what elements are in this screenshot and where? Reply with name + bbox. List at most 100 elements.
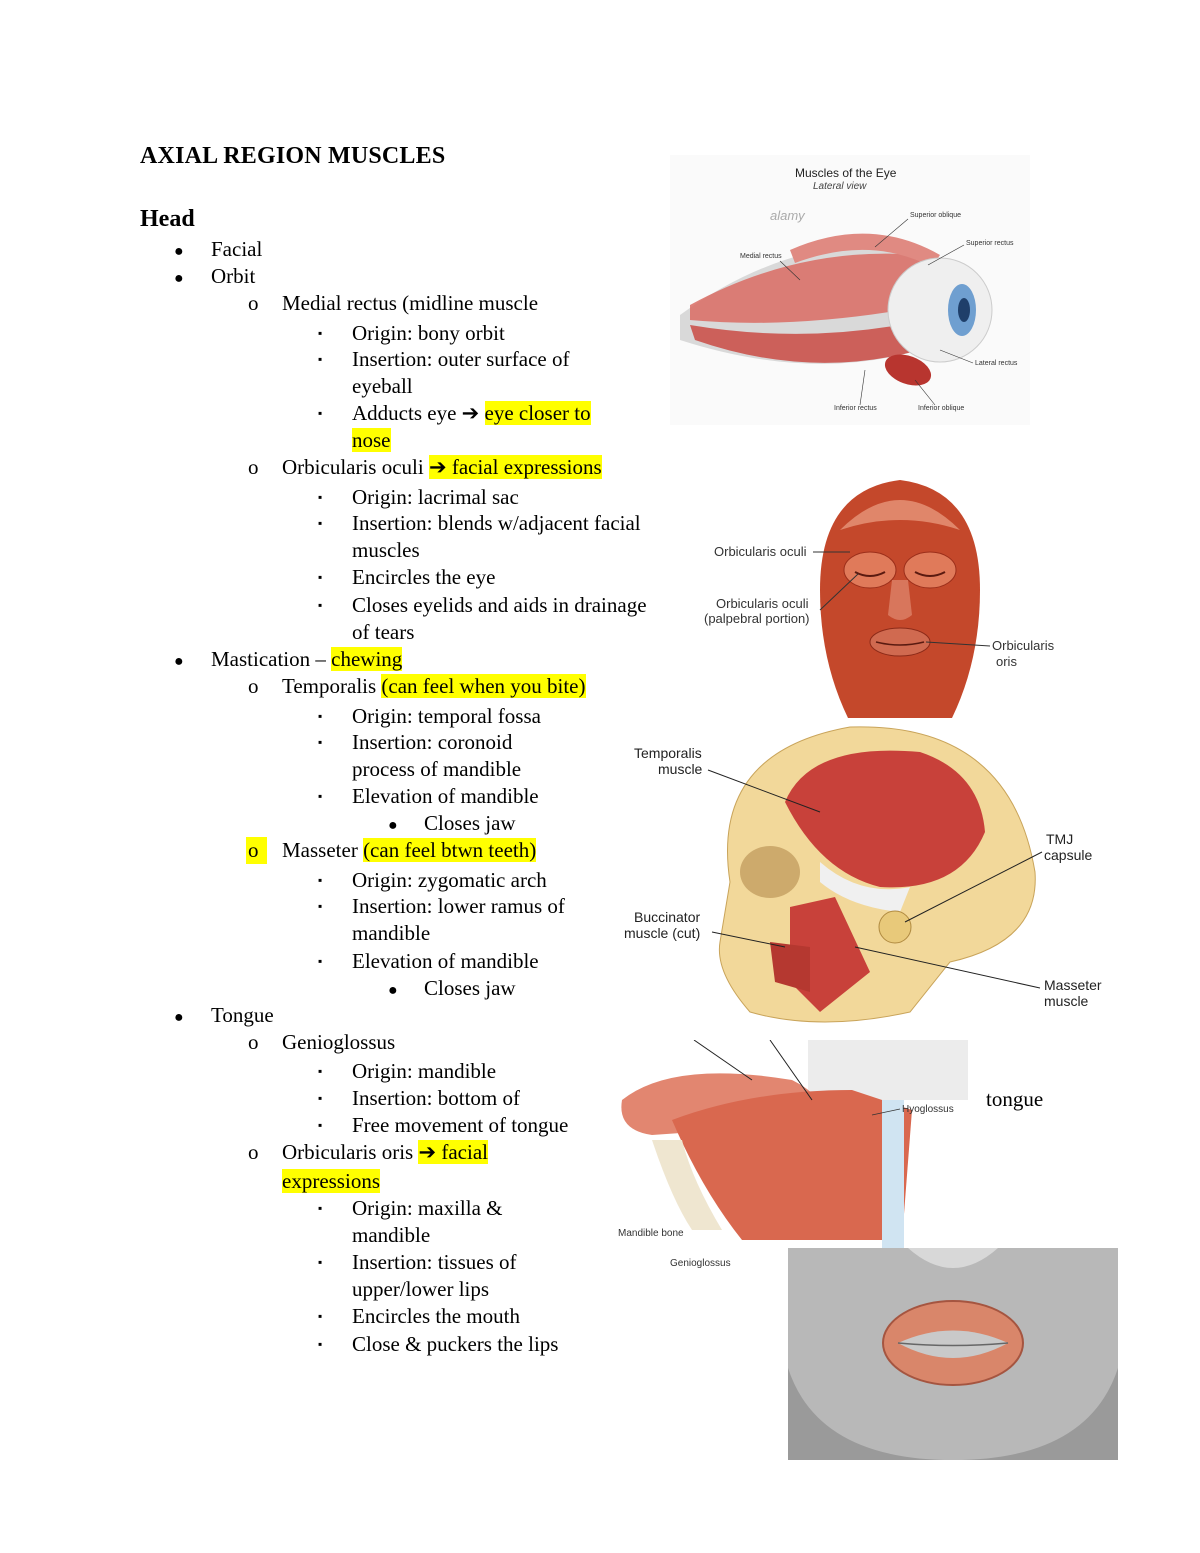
orbicularis-oculi-closes: Closes eyelids and aids in drainage <box>352 593 647 617</box>
eye-muscles-figure: Muscles of the Eye Lateral view alamy Su… <box>670 155 1030 425</box>
bullet-square: ▪ <box>318 873 323 887</box>
orbicularis-oculi-origin: Origin: lacrimal sac <box>352 485 519 509</box>
mandible-shape <box>652 1140 722 1230</box>
item-tongue: Tongue <box>211 1003 274 1027</box>
masseter-insertion: Insertion: lower ramus of <box>352 894 565 918</box>
bullet-square: ▪ <box>318 735 323 749</box>
arrow-icon: ➔ <box>461 401 480 425</box>
label-mandible-bone: Mandible bone <box>618 1228 684 1239</box>
item-medial-rectus: Medial rectus (midline muscle <box>282 291 539 315</box>
bullet-square: ▪ <box>318 516 323 530</box>
bullet-square: ▪ <box>318 709 323 723</box>
highlight: ➔ facial <box>418 1140 488 1164</box>
item-temporalis: Temporalis (can feel when you bite) <box>282 673 586 700</box>
bullet-square: ▪ <box>318 326 323 340</box>
label-temporalis: Temporalis <box>634 745 702 761</box>
bullet-square: ▪ <box>318 954 323 968</box>
pupil-shape <box>958 298 970 322</box>
tmj-shape <box>878 910 912 944</box>
temporalis-label: Temporalis <box>282 674 382 698</box>
bullet-dot: ● <box>174 653 184 670</box>
orbicularis-oculi-closes-cont: of tears <box>352 620 415 644</box>
label-oris: oris <box>996 654 1017 669</box>
bullet-square: ▪ <box>318 899 323 913</box>
label-buccinator: Buccinator <box>634 909 700 925</box>
label-superior-rectus: Superior rectus <box>966 240 1014 247</box>
orbicularis-oris-origin: Origin: maxilla & <box>352 1196 503 1220</box>
watermark: alamy <box>770 208 806 223</box>
bullet-circle: o <box>246 837 267 864</box>
bullet-square: ▪ <box>318 490 323 504</box>
label-palpebral-portion: (palpebral portion) <box>704 611 810 626</box>
highlight: (can feel when you bite) <box>381 674 586 698</box>
bullet-square: ▪ <box>318 1118 323 1132</box>
temporalis-elevation: Elevation of mandible <box>352 784 539 808</box>
label-genioglossus-text: Genioglossus <box>670 1258 731 1269</box>
lips-muscle-figure <box>788 1248 1118 1460</box>
highlight-text: facial <box>441 1140 488 1164</box>
medial-rectus-insertion-cont: eyeball <box>352 374 413 398</box>
right-eye-muscle <box>903 551 957 589</box>
temporalis-closes: Closes jaw <box>424 811 516 835</box>
item-orbit: Orbit <box>211 264 256 288</box>
orbicularis-oris-label: Orbicularis oris <box>282 1140 419 1164</box>
orbit-shape <box>740 846 800 898</box>
bullet-circle: o <box>248 455 259 479</box>
highlight-text: facial expressions <box>451 455 602 479</box>
bullet-circle: o <box>248 291 259 315</box>
orbicularis-oculi-label: Orbicularis oculi <box>282 455 429 479</box>
bullet-dot: ● <box>388 982 398 999</box>
buccinator-shape <box>770 942 810 992</box>
mastication-label: Mastication – <box>211 647 332 671</box>
eye-figure-title: Muscles of the Eye <box>795 166 897 180</box>
tongue-muscle-shape <box>672 1090 912 1240</box>
item-orbicularis-oris: Orbicularis oris ➔ facial <box>282 1139 488 1166</box>
arrow-icon: ➔ <box>428 455 447 479</box>
masseter-elevation: Elevation of mandible <box>352 949 539 973</box>
bullet-square: ▪ <box>318 352 323 366</box>
genioglossus-origin: Origin: mandible <box>352 1059 497 1083</box>
label-superior-oblique: Superior oblique <box>910 212 961 219</box>
facial-muscles-figure: Orbicularis oculi Orbicularis oculi (pal… <box>704 480 1055 718</box>
medial-rectus-adducts-cont: nose <box>352 427 391 454</box>
inferior-oblique-shape <box>884 354 932 386</box>
masseter-closes: Closes jaw <box>424 976 516 1000</box>
document-title: AXIAL REGION MUSCLES <box>140 143 446 169</box>
orbicularis-oris-insertion-cont: upper/lower lips <box>352 1277 490 1301</box>
bullet-dot: ● <box>174 1009 184 1026</box>
highlight: nose <box>352 428 391 452</box>
adducts-text: Adducts eye <box>352 401 462 425</box>
temporalis-insertion-cont: process of mandible <box>352 757 522 781</box>
highlight: chewing <box>331 647 403 671</box>
genioglossus-free: Free movement of tongue <box>352 1113 569 1137</box>
label-masseter: Masseter <box>1044 977 1102 993</box>
label-buccinator-muscle: muscle (cut) <box>624 925 700 941</box>
label-palpebral: Orbicularis oculi <box>716 596 809 611</box>
label-temporalis-muscle: muscle <box>658 761 703 777</box>
superior-rectus-shape <box>790 233 940 267</box>
bullet-square: ▪ <box>318 598 323 612</box>
orbicularis-oculi-insertion-cont: muscles <box>352 538 420 562</box>
orbicularis-oculi-encircles: Encircles the eye <box>352 565 496 589</box>
label-orbicularis-oris: Orbicularis <box>992 638 1055 653</box>
bullet-dot: ● <box>174 270 184 287</box>
left-eye-muscle <box>843 551 897 589</box>
orbicularis-oris-close: Close & puckers the lips <box>352 1332 559 1356</box>
orbicularis-oculi-insertion: Insertion: blends w/adjacent facial <box>352 511 641 535</box>
bullet-dot: ● <box>174 243 184 260</box>
highlight: eye closer to <box>484 401 591 425</box>
label-tmj: TMJ <box>1046 831 1073 847</box>
label-inferior-oblique: Inferior oblique <box>918 405 964 412</box>
bullet-square: ▪ <box>318 406 323 420</box>
bullet-square: ▪ <box>318 1255 323 1269</box>
eye-figure-subtitle: Lateral view <box>813 181 867 192</box>
arrow-icon: ➔ <box>418 1140 437 1164</box>
orbicularis-oris-cont: expressions <box>282 1168 380 1195</box>
item-mastication: Mastication – chewing <box>211 646 403 673</box>
inferior-rectus-shape <box>690 320 925 363</box>
item-genioglossus: Genioglossus <box>282 1030 396 1054</box>
masseter-label: Masseter <box>282 838 364 862</box>
genioglossus-insertion: Insertion: bottom of <box>352 1086 520 1110</box>
label-lateral-rectus: Lateral rectus <box>975 360 1018 367</box>
tongue-muscles-figure: Hyoglossus Mandible bone Genioglossus <box>612 1040 974 1250</box>
